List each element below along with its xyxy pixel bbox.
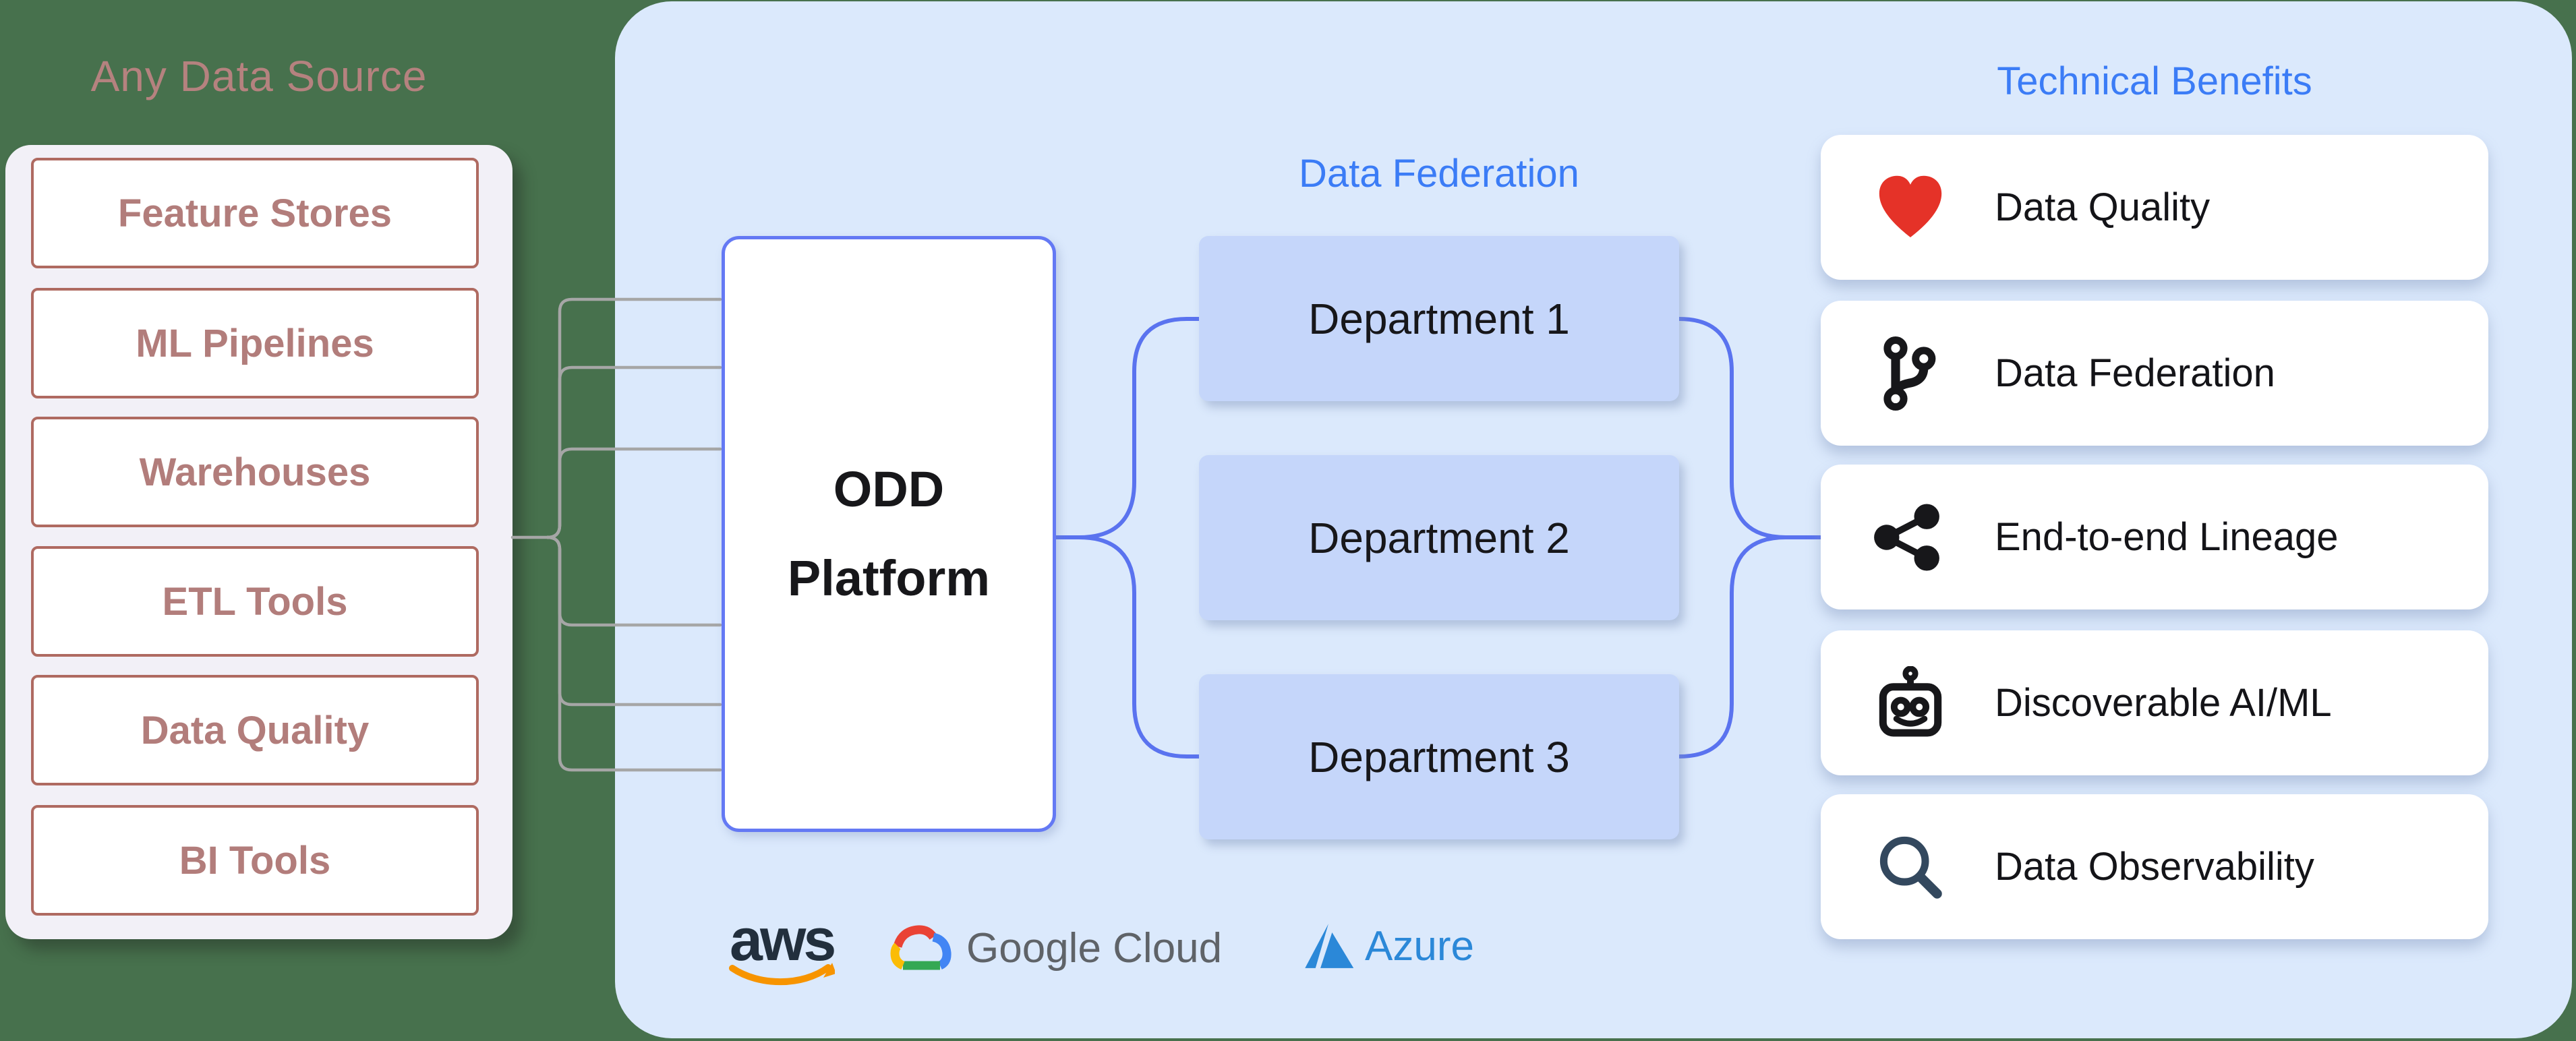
git-branch-icon <box>1873 336 1948 411</box>
benefit-card-data-quality: Data Quality <box>1821 135 2488 280</box>
source-box-feature-stores: Feature Stores <box>31 158 479 268</box>
search-icon <box>1873 830 1948 904</box>
aws-logo: aws <box>727 910 835 990</box>
aws-smile-arrow <box>729 964 831 986</box>
azure-icon <box>1305 924 1354 968</box>
benefit-label: Discoverable AI/ML <box>1995 681 2332 725</box>
google-cloud-logo: Google Cloud <box>887 921 1222 976</box>
technical-benefits-title: Technical Benefits <box>1997 59 2312 103</box>
benefit-card-data-observability: Data Observability <box>1821 794 2488 939</box>
azure-logo: Azure <box>1300 922 1474 971</box>
benefit-label: Data Quality <box>1995 185 2211 229</box>
odd-platform-box: ODD Platform <box>722 236 1056 832</box>
source-box-data-quality: Data Quality <box>31 675 479 785</box>
benefit-label: End-to-end Lineage <box>1995 515 2339 559</box>
azure-logo-text: Azure <box>1365 923 1474 970</box>
benefit-card-discoverable-aiml: Discoverable AI/ML <box>1821 630 2488 775</box>
heart-icon <box>1873 171 1948 245</box>
source-box-etl-tools: ETL Tools <box>31 546 479 657</box>
source-box-bi-tools: BI Tools <box>31 805 479 916</box>
share-icon <box>1873 500 1948 574</box>
source-box-warehouses: Warehouses <box>31 417 479 527</box>
aws-logo-text: aws <box>730 910 834 973</box>
department-3-box: Department 3 <box>1199 674 1679 839</box>
source-box-ml-pipelines: ML Pipelines <box>31 288 479 398</box>
odd-platform-label-line1: ODD <box>833 461 945 517</box>
department-2-box: Department 2 <box>1199 455 1679 620</box>
sources-title: Any Data Source <box>90 52 428 100</box>
benefit-label: Data Observability <box>1995 845 2314 889</box>
benefit-card-lineage: End-to-end Lineage <box>1821 465 2488 609</box>
google-cloud-logo-text: Google Cloud <box>966 925 1223 972</box>
data-federation-title: Data Federation <box>1299 152 1579 196</box>
odd-platform-label-line2: Platform <box>787 550 991 606</box>
benefit-label: Data Federation <box>1995 351 2275 395</box>
google-cloud-icon <box>890 925 952 970</box>
robot-icon <box>1873 665 1948 740</box>
benefit-card-data-federation: Data Federation <box>1821 301 2488 446</box>
department-1-box: Department 1 <box>1199 236 1679 401</box>
